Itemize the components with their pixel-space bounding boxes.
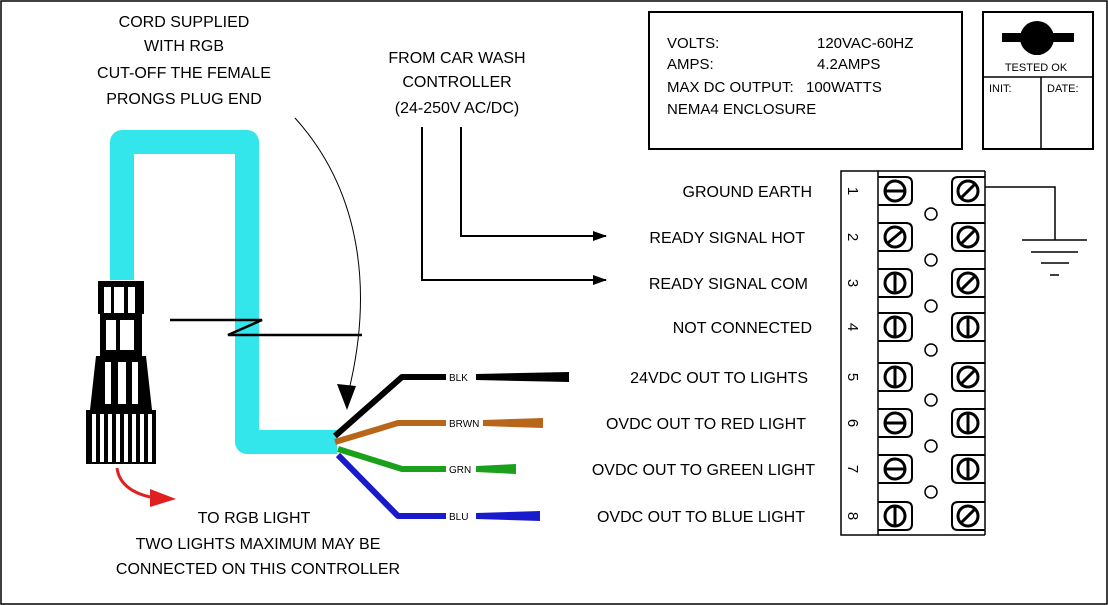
terminal-label-3: READY SIGNAL COM — [649, 276, 808, 293]
cord-note: CORD SUPPLIED WITH RGB CUT-OFF THE FEMAL… — [97, 14, 271, 108]
spec-output-label: MAX DC OUTPUT: — [667, 79, 794, 96]
terminal-screw-right-icon — [956, 271, 980, 295]
terminal-screw-right-icon — [956, 411, 980, 435]
terminal-label-7: OVDC OUT TO GREEN LIGHT — [592, 462, 815, 479]
ground-symbol-icon — [985, 186, 1087, 276]
terminal-separator-dot — [924, 207, 938, 221]
light-note-line-3: CONNECTED ON THIS CONTROLLER — [116, 561, 400, 578]
terminal-separator-dot — [924, 299, 938, 313]
terminal-label-2: READY SIGNAL HOT — [649, 230, 805, 247]
to-light-arrowhead — [150, 489, 176, 507]
tested-date-label: DATE: — [1047, 83, 1079, 95]
tested-stamp-icon — [1002, 21, 1074, 56]
terminal-label-1: GROUND EARTH — [683, 184, 813, 201]
output-wires: BLK BRWN GRN BLU — [333, 372, 569, 523]
wire-brwn-arrow — [483, 418, 543, 428]
terminal-screw-right-icon — [956, 315, 980, 339]
spec-volts-label: VOLTS: — [667, 35, 719, 52]
wire-blk-arrow — [476, 372, 569, 382]
spec-enclosure: NEMA4 ENCLOSURE — [667, 101, 816, 118]
cord-note-line-2: WITH RGB — [144, 38, 224, 55]
wire-blu-arrow — [476, 511, 540, 521]
wire-brwn-lead — [334, 420, 446, 445]
wire-grn-arrow — [476, 464, 516, 474]
wire-blk-lead — [333, 374, 446, 439]
to-light-arrow — [115, 467, 151, 499]
rgb-cord — [110, 130, 337, 454]
terminal-number-6: 6 — [844, 419, 861, 427]
cord-note-leader-arrowhead — [337, 384, 356, 410]
cord-note-line-3: CUT-OFF THE FEMALE — [97, 65, 271, 82]
ready-signal-hot-wire — [460, 127, 607, 241]
terminal-separator-dot — [924, 343, 938, 357]
spec-volts-value: 120VAC-60HZ — [817, 35, 913, 52]
terminal-label-5: 24VDC OUT TO LIGHTS — [630, 370, 808, 387]
terminal-separator-dot — [924, 393, 938, 407]
terminal-screw-right-icon — [956, 504, 980, 528]
wire-tag-brwn: BRWN — [449, 419, 479, 430]
light-note-line-1: TO RGB LIGHT — [198, 510, 311, 527]
terminal-number-5: 5 — [844, 373, 861, 381]
ready-signal-com-wire — [421, 127, 607, 285]
terminal-screw-right-icon — [956, 365, 980, 389]
terminal-screw-left-icon — [883, 271, 907, 295]
terminal-number-3: 3 — [844, 279, 861, 287]
rgb-connector-icon — [86, 281, 156, 464]
terminal-labels: GROUND EARTH READY SIGNAL HOT READY SIGNAL… — [592, 184, 815, 526]
spec-amps-label: AMPS: — [667, 56, 714, 73]
terminal-separator-dot — [924, 485, 938, 499]
wire-tag-blk: BLK — [449, 373, 468, 384]
light-note-line-2: TWO LIGHTS MAXIMUM MAY BE — [136, 536, 381, 553]
terminal-label-8: OVDC OUT TO BLUE LIGHT — [597, 509, 805, 526]
wire-tag-grn: GRN — [449, 465, 471, 476]
tested-init-label: INIT: — [989, 83, 1012, 95]
wire-blu-lead — [335, 452, 446, 519]
terminal-number-1: 1 — [844, 187, 861, 195]
spec-box — [648, 11, 963, 150]
terminal-screw-right-icon — [956, 179, 980, 203]
terminal-number-7: 7 — [844, 465, 861, 473]
cord-break-symbol — [170, 318, 362, 337]
terminal-number-4: 4 — [844, 323, 861, 331]
controller-note-line-1: FROM CAR WASH — [388, 50, 525, 67]
controller-note-line-2: CONTROLLER — [402, 74, 511, 91]
terminal-screw-left-icon — [883, 179, 907, 203]
spec-output-value: 100WATTS — [806, 79, 882, 96]
wire-tag-blu: BLU — [449, 512, 468, 523]
cord-note-leader — [294, 117, 361, 399]
terminal-separator-dot — [924, 253, 938, 267]
terminal-screw-left-icon — [883, 457, 907, 481]
terminal-screw-left-icon — [883, 225, 907, 249]
terminal-screw-left-icon — [883, 411, 907, 435]
terminal-separator-dot — [924, 439, 938, 453]
tested-label: TESTED OK — [1005, 62, 1068, 74]
terminal-number-8: 8 — [844, 512, 861, 520]
terminal-label-4: NOT CONNECTED — [673, 320, 812, 337]
terminal-number-2: 2 — [844, 233, 861, 241]
terminal-screw-right-icon — [956, 457, 980, 481]
terminal-block: 1 2 3 4 5 6 7 8 — [840, 170, 986, 536]
terminal-screw-right-icon — [956, 225, 980, 249]
terminal-label-6: OVDC OUT TO RED LIGHT — [606, 416, 806, 433]
controller-note: FROM CAR WASH CONTROLLER (24-250V AC/DC) — [388, 50, 525, 117]
cord-note-line-1: CORD SUPPLIED — [119, 14, 250, 31]
terminal-screw-left-icon — [883, 504, 907, 528]
terminal-screw-left-icon — [883, 315, 907, 339]
spec-amps-value: 4.2AMPS — [817, 56, 880, 73]
controller-note-line-3: (24-250V AC/DC) — [395, 100, 520, 117]
terminal-screw-left-icon — [883, 365, 907, 389]
cord-note-line-4: PRONGS PLUG END — [106, 91, 262, 108]
wire-grn-lead — [337, 446, 446, 472]
tested-box — [982, 11, 1094, 150]
